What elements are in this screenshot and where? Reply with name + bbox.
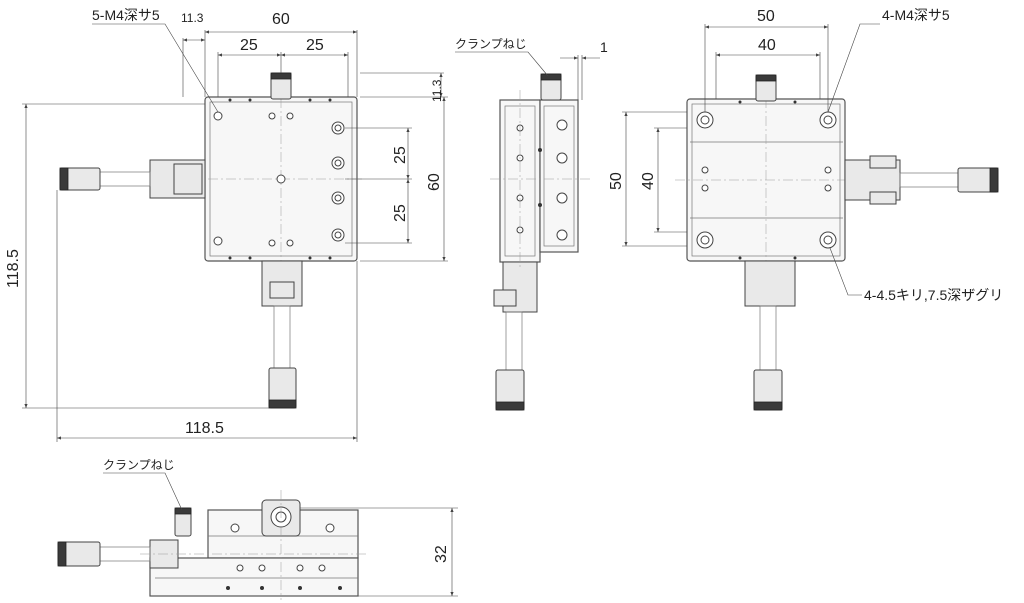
top-view-dim-11-3-y: 11.3 — [430, 79, 444, 102]
top-view-dim-60-width: 60 — [272, 11, 290, 28]
top-view-dim-25-left: 25 — [240, 37, 258, 54]
bottom-view-tap-callout: 4-M4深サ5 — [882, 7, 950, 23]
top-view-dim-25-right: 25 — [306, 37, 324, 54]
bottom-view-dim-50-height: 50 — [608, 172, 625, 190]
top-view-dim-25-lower: 25 — [392, 204, 409, 222]
top-view-dim-60-height: 60 — [426, 173, 443, 191]
top-view-tap-callout: 5-M4深サ5 — [92, 7, 160, 23]
top-view-micrometer-x — [59, 159, 206, 199]
bottom-view-counterbore-callout: 4-4.5キリ,7.5深ザグリ — [864, 287, 1003, 303]
bottom-view: 50 40 50 40 4-M4深サ5 4-4.5キリ,7.5深ザグリ — [608, 7, 1003, 411]
front-view: 32 クランプねじ — [57, 458, 458, 600]
side-view-clamp-label: クランプねじ — [455, 37, 527, 51]
top-view-dim-118-5-height: 118.5 — [5, 249, 22, 288]
front-view-base — [149, 557, 359, 597]
bottom-view-dim-50-width: 50 — [757, 8, 775, 25]
bottom-view-holes — [696, 100, 837, 260]
bottom-view-dim-40-width: 40 — [758, 37, 776, 54]
side-view: 1 クランプねじ — [455, 37, 608, 411]
front-view-clamp-label: クランプねじ — [103, 458, 175, 472]
bottom-view-dim-40-height: 40 — [640, 172, 657, 190]
top-view-tap-holes — [213, 98, 345, 260]
side-view-gap-dim: 1 — [600, 39, 608, 55]
top-view-dim-11-3-x: 11.3 — [181, 11, 204, 25]
top-view-dim-118-5-width: 118.5 — [185, 420, 224, 437]
top-view-tap-leader — [92, 23, 219, 113]
top-view-micrometer-y — [261, 260, 303, 409]
front-view-dim-32: 32 — [433, 545, 450, 563]
top-view: 60 25 25 11.3 11.3 60 25 25 118.5 118.5 … — [5, 7, 448, 442]
top-view-dim-25-upper: 25 — [392, 146, 409, 164]
